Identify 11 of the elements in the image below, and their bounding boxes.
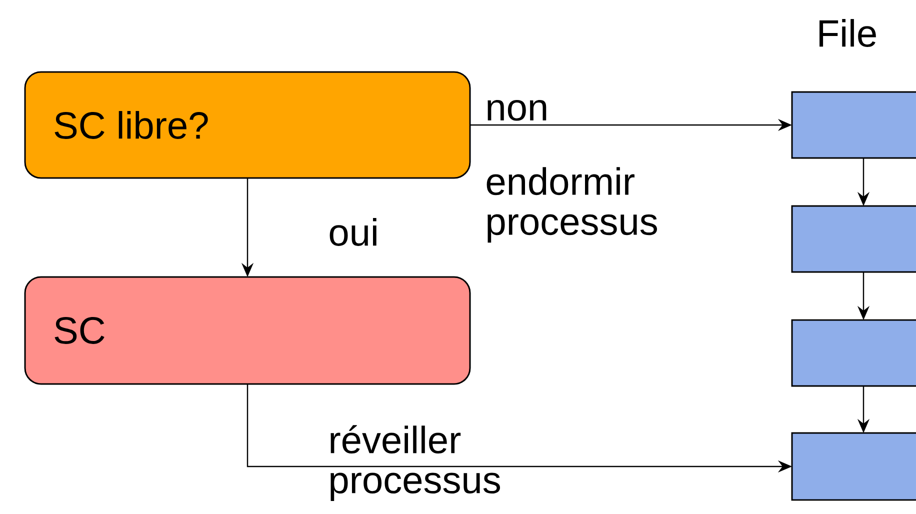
edge-label: réveiller processus	[330, 425, 500, 502]
edge-label: oui	[330, 218, 376, 246]
edge-label: non	[488, 100, 546, 121]
note-text: endormir processus	[486, 167, 657, 243]
queue-box	[791, 91, 916, 159]
queue-title: File	[820, 19, 876, 47]
queue-box	[791, 205, 916, 273]
queue-box	[791, 319, 916, 387]
process-box: SC	[24, 276, 471, 385]
decision-box: SC libre?	[24, 71, 471, 179]
queue-box	[791, 432, 916, 501]
